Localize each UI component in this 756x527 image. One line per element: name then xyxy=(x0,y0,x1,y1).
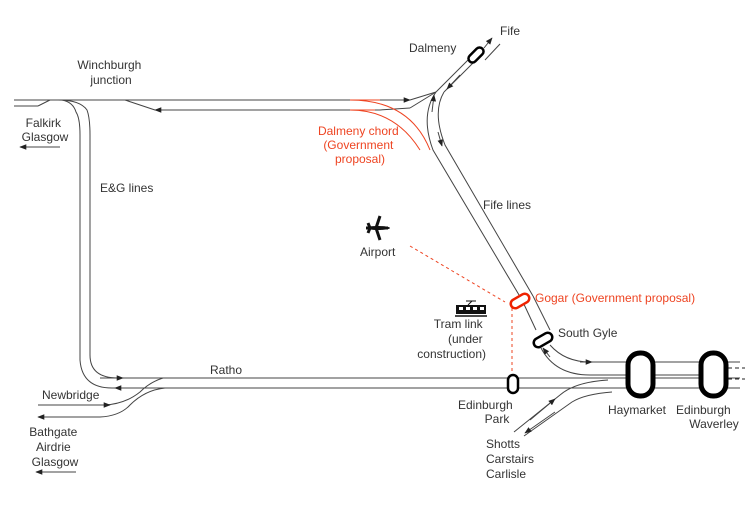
ratho-main-line xyxy=(160,361,745,389)
eg-lines xyxy=(57,99,160,391)
label-south-gyle: South Gyle xyxy=(558,326,618,340)
top-main-line xyxy=(14,91,437,113)
airplane-icon xyxy=(366,215,390,241)
label-ratho: Ratho xyxy=(210,363,242,377)
south-gyle-lines xyxy=(521,295,630,376)
airport-link-dashed xyxy=(409,245,506,303)
label-fife-lines: Fife lines xyxy=(483,198,531,212)
fife-branch xyxy=(426,37,534,301)
label-newbridge: Newbridge xyxy=(42,388,100,402)
label-fife: Fife xyxy=(500,24,520,38)
label-dalmeny: Dalmeny xyxy=(409,41,456,55)
label-shotts-carstairs-carlisle: Shotts Carstairs Carlisle xyxy=(486,437,537,481)
label-tram-link: Tram link (under construction) xyxy=(417,317,486,361)
label-airport: Airport xyxy=(360,245,396,259)
label-eg-lines: E&G lines xyxy=(100,181,153,195)
label-gogar: Gogar (Government proposal) xyxy=(535,291,695,305)
label-dalmeny-chord: Dalmeny chord (Government proposal) xyxy=(318,124,402,166)
label-haymarket: Haymarket xyxy=(608,403,667,417)
station-haymarket[interactable] xyxy=(625,350,656,399)
newbridge-branch xyxy=(37,377,166,420)
label-falkirk-glasgow: Falkirk Glasgow xyxy=(22,116,69,144)
station-gogar[interactable] xyxy=(509,292,531,310)
station-edinburgh-park[interactable] xyxy=(506,373,520,395)
label-winchburgh-junction: Winchburgh junction xyxy=(77,58,144,87)
station-edinburgh-waverley[interactable] xyxy=(698,350,729,399)
dalmeny-chord xyxy=(349,99,431,151)
station-dalmeny[interactable] xyxy=(467,46,485,64)
tram-icon xyxy=(455,300,487,317)
label-bathgate-airdrie-glasgow: Bathgate Airdrie Glasgow xyxy=(29,425,80,469)
label-edinburgh-park: Edinburgh Park xyxy=(458,398,516,426)
station-south-gyle[interactable] xyxy=(532,331,554,349)
label-edinburgh-waverley: Edinburgh Waverley xyxy=(676,403,739,431)
shotts-branch xyxy=(513,379,613,437)
